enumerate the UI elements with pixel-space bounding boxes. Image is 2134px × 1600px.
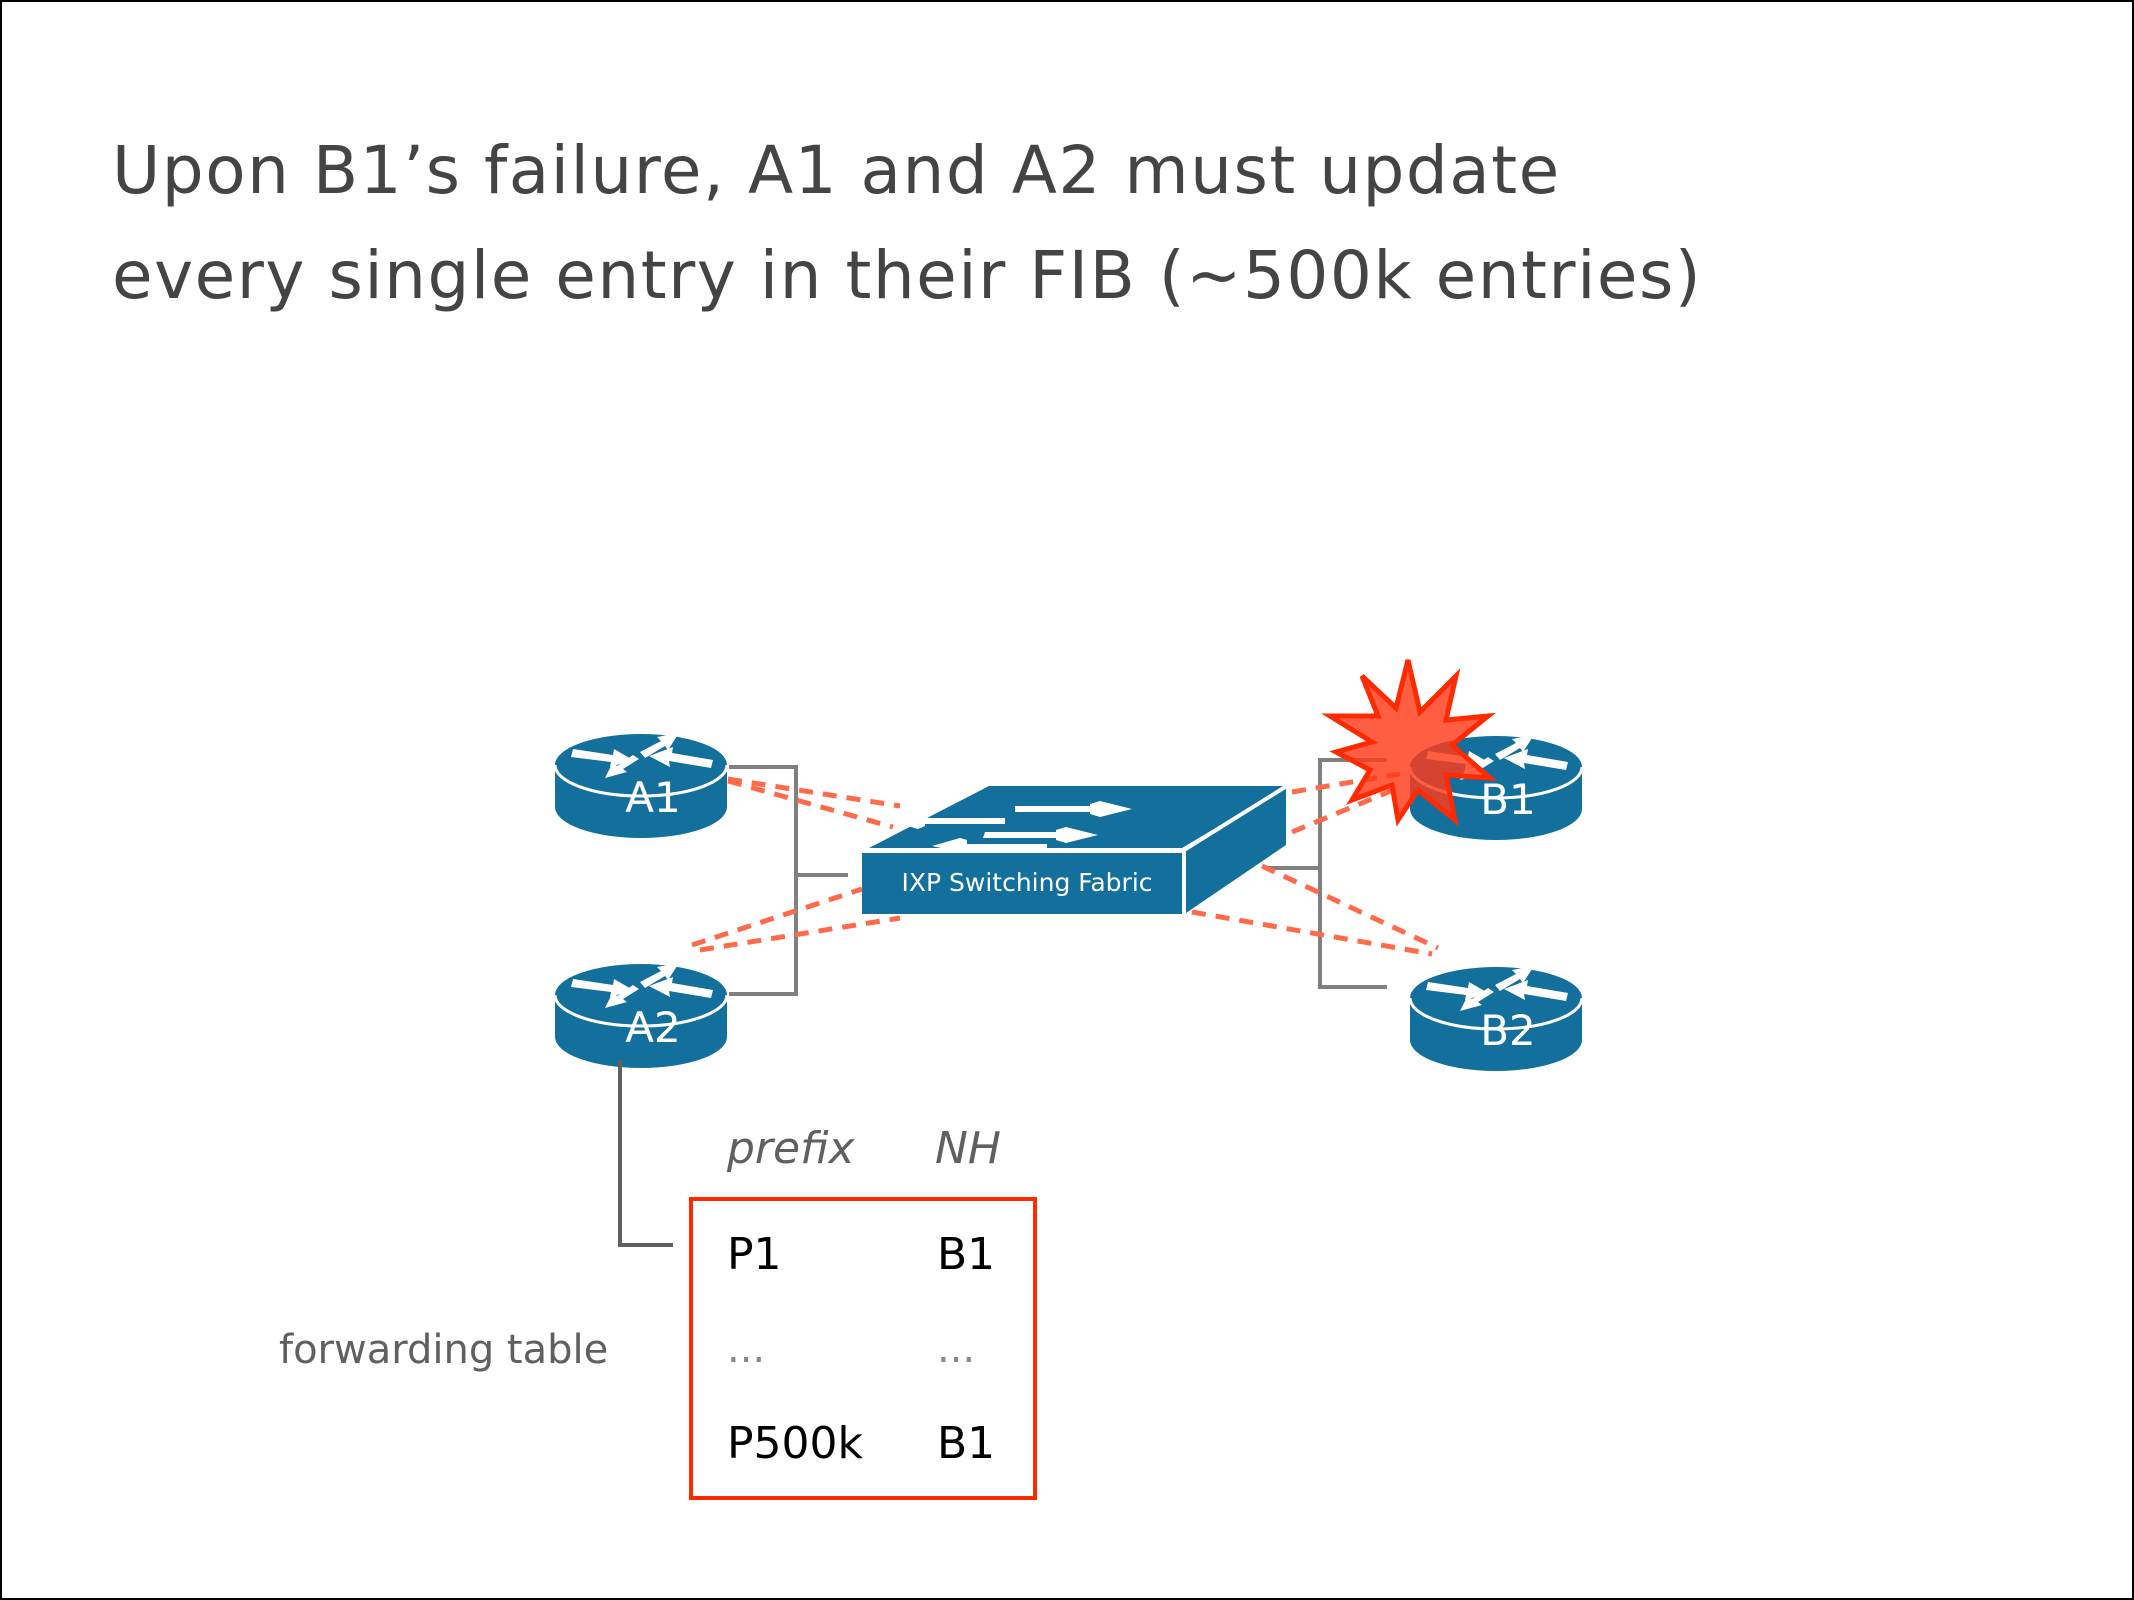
router-a1[interactable]: A1 xyxy=(553,731,729,840)
cell-prefix: ... xyxy=(727,1326,765,1372)
explosion-icon xyxy=(1321,659,1498,827)
title-line-1: Upon B1’s failure, A1 and A2 must update xyxy=(112,132,1561,209)
table-row: P500k B1 xyxy=(727,1418,995,1469)
slide-title: Upon B1’s failure, A1 and A2 must update… xyxy=(112,118,1702,328)
router-b1[interactable]: B1 xyxy=(1408,733,1584,842)
link-b2-2 xyxy=(1191,909,1433,957)
header-nh: NH xyxy=(935,1123,1001,1174)
forwarding-table: forwarding table prefix NH P1 B1 ... ...… xyxy=(279,1123,1037,1500)
table-row: ... ... xyxy=(727,1326,975,1372)
router-a2[interactable]: A2 xyxy=(553,961,729,1070)
table-box xyxy=(689,1197,1037,1500)
cell-nh: ... xyxy=(937,1326,975,1372)
router-a2-label: A2 xyxy=(625,1003,680,1052)
link-b1-1 xyxy=(1291,771,1401,795)
switch-top xyxy=(869,786,1286,848)
left-bus xyxy=(729,765,848,996)
table-row: P1 B1 xyxy=(727,1229,995,1280)
router-b2-label: B2 xyxy=(1480,1006,1536,1055)
left-bus-line xyxy=(729,765,798,996)
forwarding-table-label: forwarding table xyxy=(279,1327,608,1373)
switch-front xyxy=(862,853,1182,914)
link-a2-1 xyxy=(691,886,863,948)
router-a1-label: A1 xyxy=(625,773,680,822)
link-a1-1 xyxy=(727,776,901,809)
virtual-links xyxy=(691,771,1440,957)
link-b2-1 xyxy=(1260,863,1440,951)
link-a1-2 xyxy=(727,778,894,830)
a2-table-connector xyxy=(618,1060,673,1247)
link-a2-2 xyxy=(699,915,901,953)
cell-prefix: P1 xyxy=(727,1229,782,1280)
switch-label: IXP Switching Fabric xyxy=(901,868,1152,897)
cell-nh: B1 xyxy=(937,1229,995,1280)
link-b1-2 xyxy=(1291,785,1399,835)
header-prefix: prefix xyxy=(726,1123,856,1174)
switch-side xyxy=(1186,786,1286,913)
router-b1-label: B1 xyxy=(1480,775,1536,824)
title-line-2: every single entry in their FIB (~500k e… xyxy=(112,237,1703,314)
cell-nh: B1 xyxy=(937,1418,995,1469)
cell-prefix: P500k xyxy=(727,1418,864,1469)
ixp-switch[interactable]: IXP Switching Fabric xyxy=(862,782,1292,915)
switch-arrows-icon xyxy=(890,801,1132,852)
router-b2[interactable]: B2 xyxy=(1408,964,1584,1073)
